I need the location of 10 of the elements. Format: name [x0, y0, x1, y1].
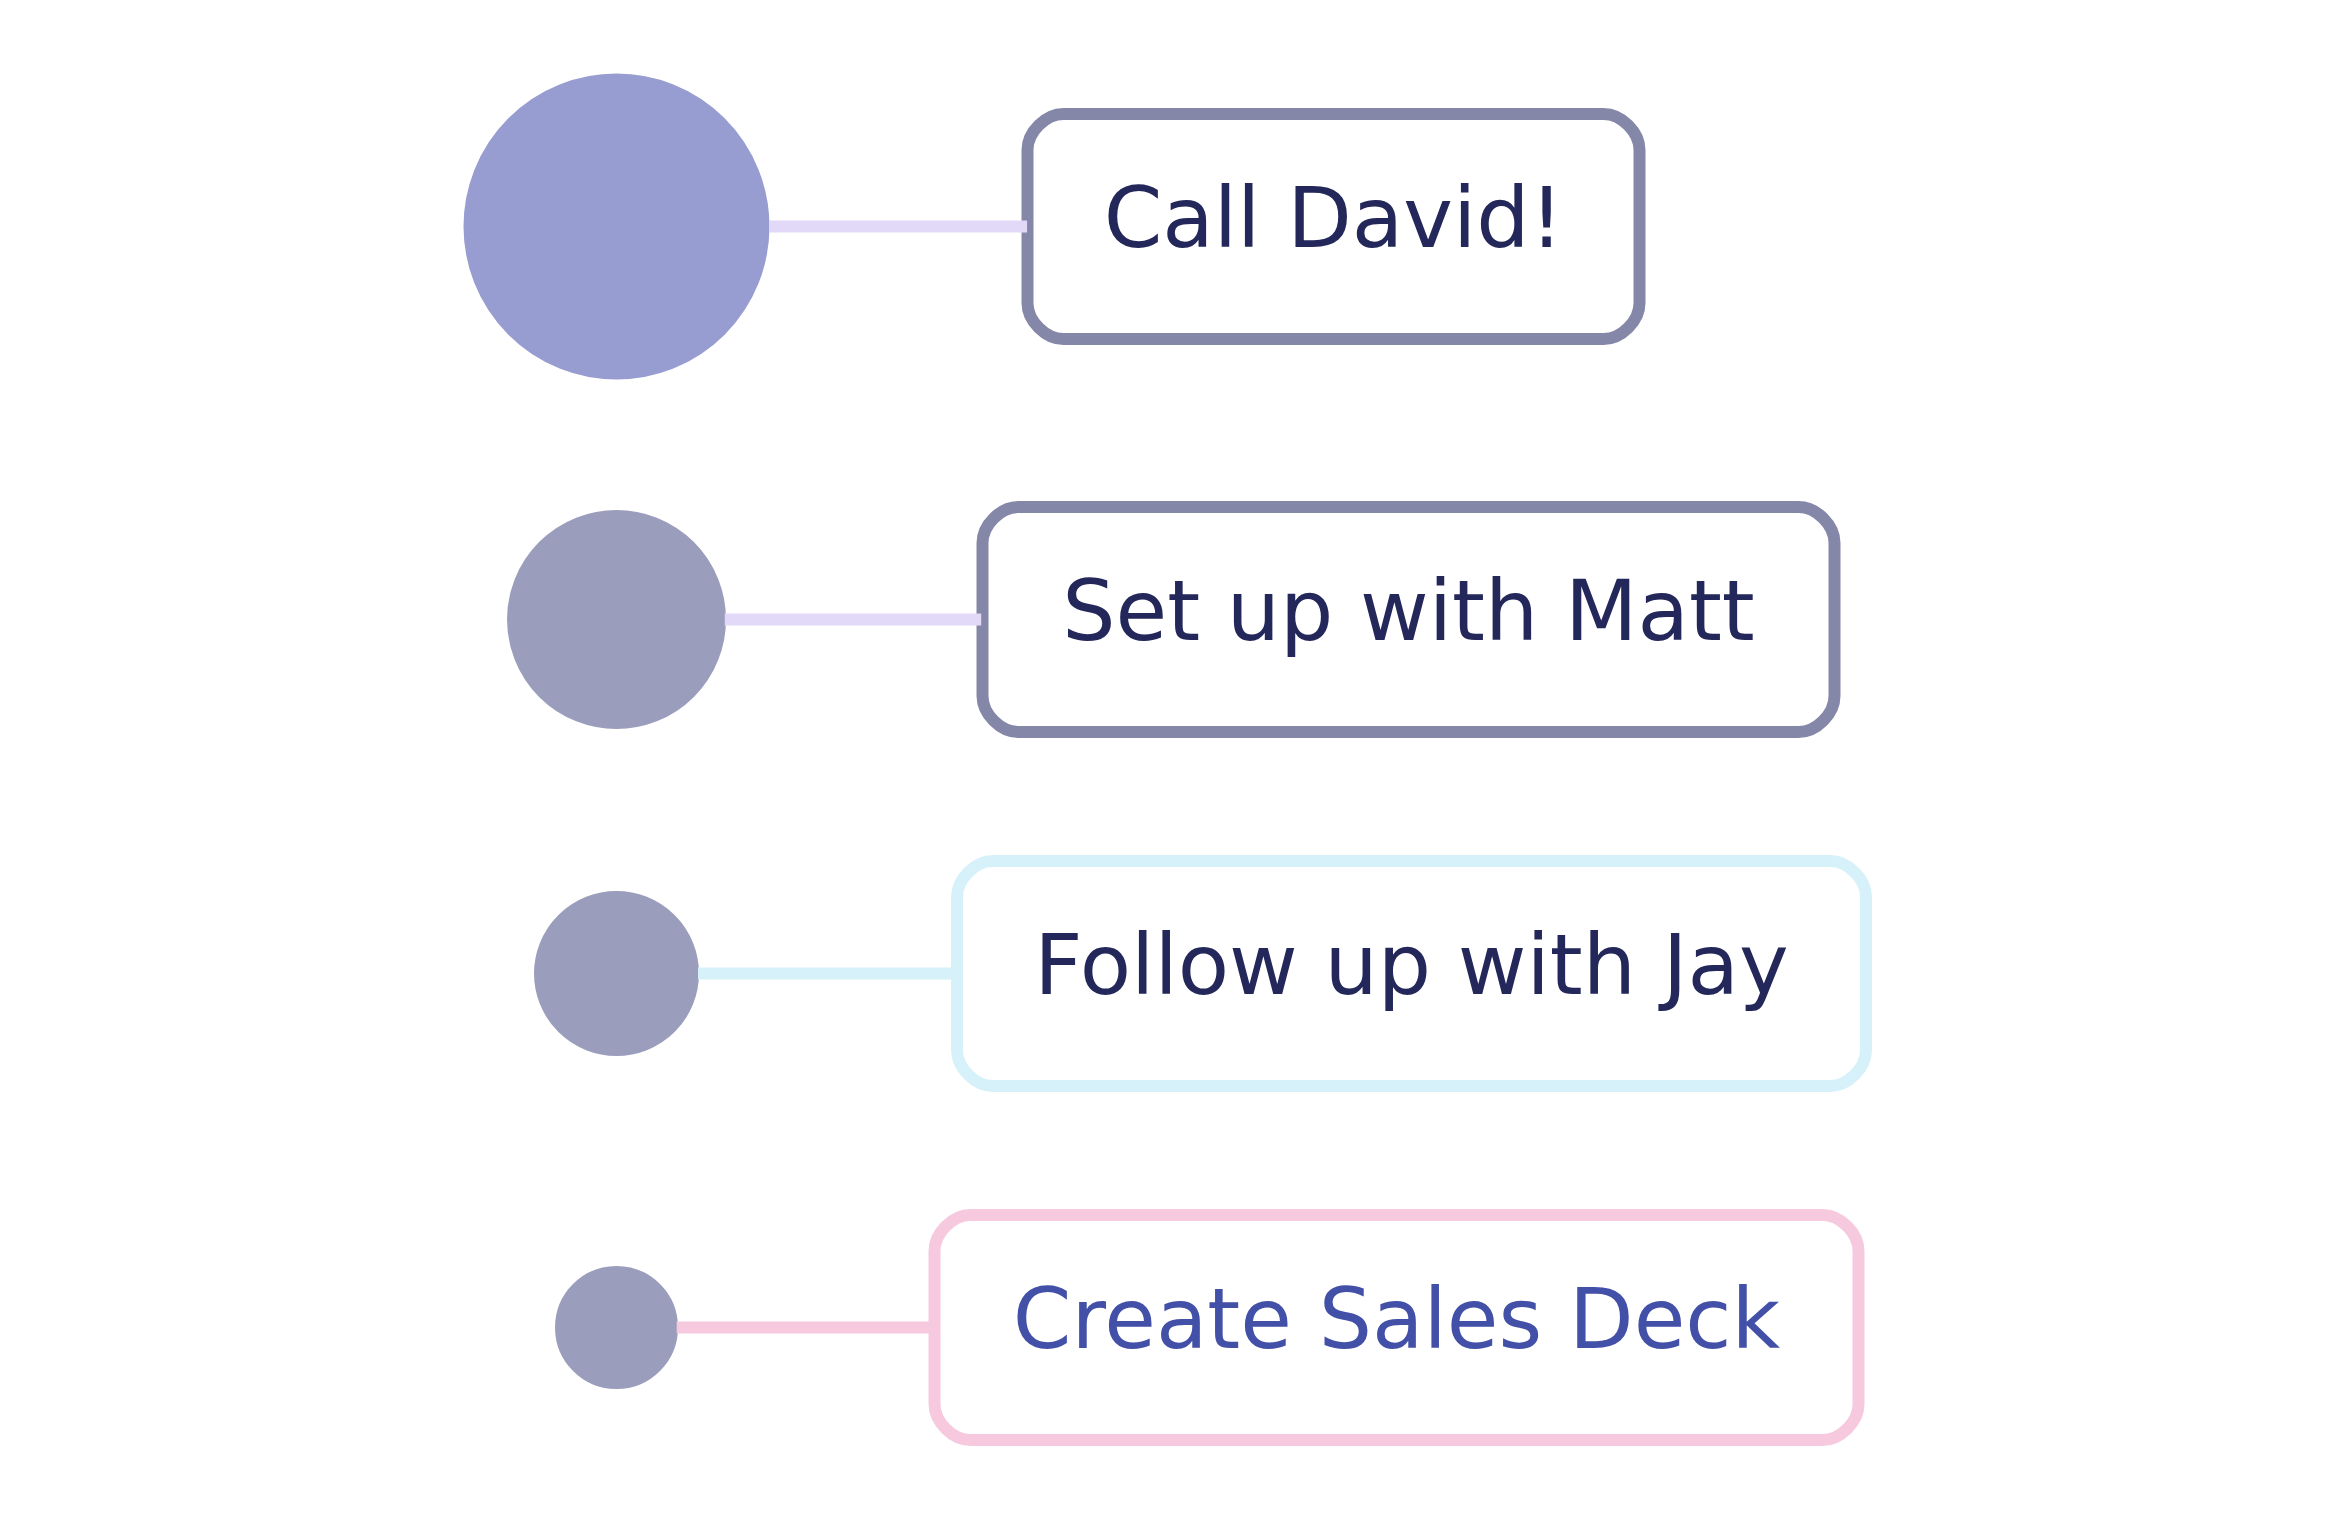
node-box: Set up with Matt	[976, 501, 1841, 738]
node-box: Follow up with Jay	[951, 855, 1872, 1092]
connector	[769, 220, 1028, 233]
node-circle	[534, 891, 699, 1056]
node-box: Call David!	[1021, 108, 1646, 345]
node-circle	[463, 73, 770, 380]
node-circle	[507, 510, 726, 729]
node-box: Create Sales Deck	[928, 1209, 1865, 1446]
node-circle	[555, 1266, 678, 1389]
connector	[724, 613, 982, 626]
